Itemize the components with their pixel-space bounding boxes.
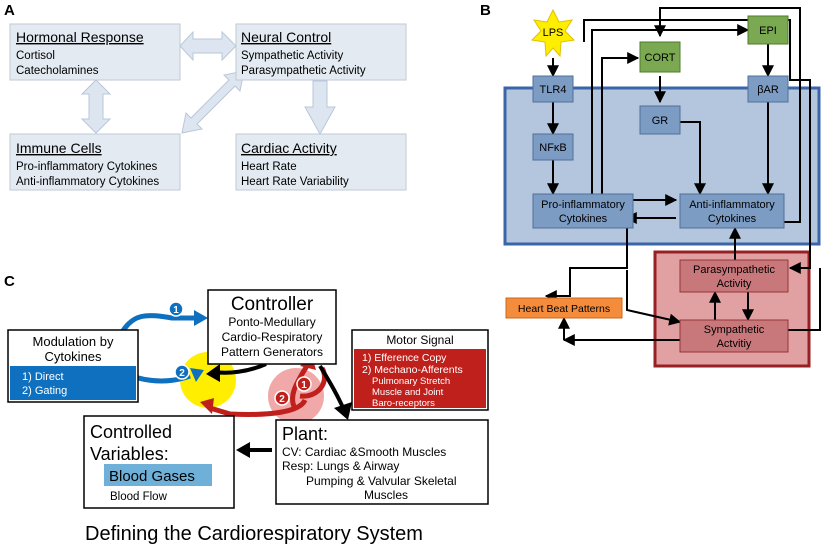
blood-gases-label: Blood Gases: [109, 468, 195, 485]
beta-ar-node: [747, 75, 789, 103]
neural-title: Neural Control: [241, 29, 331, 45]
controller-box: [207, 289, 337, 365]
motor-title: Motor Signal: [386, 333, 453, 347]
marker-red-2: 2: [274, 390, 290, 406]
controller-line-1: Ponto-Medullary: [228, 315, 315, 329]
heart-beat-patterns-node: [505, 297, 623, 319]
panel-b-connectors: [544, 7, 821, 346]
cardiac-line-2: Heart Rate Variability: [241, 176, 349, 188]
controlled-variables-box: [83, 415, 235, 509]
controlled-title-2: Variables:: [90, 444, 169, 464]
plant-line-3: Pumping & Valvular Skeletal: [306, 474, 457, 488]
neural-control-box: [235, 23, 407, 81]
anti-label-2: Cytokines: [708, 213, 757, 225]
marker-red-2-text: 2: [279, 394, 285, 405]
lps-label: LPS: [543, 27, 564, 39]
controller-yellow-circle: [180, 352, 236, 408]
neural-line-1: Sympathetic Activity: [241, 50, 344, 62]
controller-line-2: Cardio-Respiratory: [222, 330, 323, 344]
marker-blue-2: 2: [174, 364, 190, 380]
motor-item-1: 1) Efference Copy: [362, 352, 447, 364]
epi-node: [747, 15, 789, 45]
panel-a-label: A: [4, 2, 15, 19]
anti-inflammatory-node: [679, 193, 785, 229]
cardiac-activity-box: [235, 133, 407, 191]
immune-title: Immune Cells: [16, 140, 102, 156]
motor-item-2: 2) Mechano-Afferents: [362, 364, 463, 376]
plant-line-2: Resp: Lungs & Airway: [282, 459, 399, 473]
hormonal-title: Hormonal Response: [16, 29, 144, 45]
parasympathetic-node: [679, 259, 789, 293]
cort-label: CORT: [645, 52, 676, 64]
symp-label-2: Actvitiy: [717, 338, 752, 350]
plant-box: [275, 419, 489, 505]
marker-blue-1-text: 1: [173, 305, 179, 316]
hormonal-line-1: Cortisol: [16, 50, 55, 62]
panel-c-label: C: [4, 273, 15, 290]
marker-blue-1: 1: [168, 301, 184, 317]
plant-line-1: CV: Cardiac &Smooth Muscles: [282, 445, 446, 459]
gr-label: GR: [652, 115, 669, 127]
epi-label: EPI: [759, 25, 777, 37]
sympathetic-node: [679, 319, 789, 353]
cardiac-line-1: Heart Rate: [241, 161, 297, 173]
pro-inflammatory-node: [532, 193, 634, 229]
motor-list-bg: [354, 349, 486, 408]
immune-line-1: Pro-inflammatory Cytokines: [16, 161, 157, 173]
cardiac-title: Cardiac Activity: [241, 140, 337, 156]
controller-title: Controller: [231, 294, 314, 315]
para-label-2: Activity: [717, 278, 752, 290]
modulation-item-1: 1) Direct: [22, 371, 64, 383]
plant-title: Plant:: [282, 424, 328, 444]
marker-red-1: 1: [296, 376, 312, 392]
hormonal-line-2: Catecholamines: [16, 65, 99, 77]
panel-b-label: B: [480, 2, 491, 19]
marker-red-1-text: 1: [301, 380, 307, 391]
double-arrow-immune-neural: [181, 70, 245, 134]
tlr4-label: TLR4: [540, 84, 567, 96]
gr-node: [639, 105, 681, 135]
plant-line-4: Muscles: [364, 488, 408, 502]
para-label-1: Parasympathetic: [693, 264, 775, 276]
blue-arrowhead-2: [190, 368, 204, 382]
controller-line-3: Pattern Generators: [221, 345, 323, 359]
cort-node: [639, 41, 681, 73]
immune-cells-box: [9, 133, 181, 191]
heart-label: Heart Beat Patterns: [518, 303, 610, 315]
blood-gases-highlight: [104, 464, 212, 486]
nfkb-node: [532, 133, 574, 161]
symp-label-1: Sympathetic: [704, 324, 765, 336]
tlr4-node: [532, 75, 574, 103]
neural-line-2: Parasympathetic Activity: [241, 65, 366, 77]
modulation-list-bg: [10, 366, 136, 400]
black-arrowhead-controller: [206, 364, 220, 382]
marker-blue-2-text: 2: [179, 368, 185, 379]
motor-sub-2: Muscle and Joint: [372, 387, 444, 398]
double-arrow-hormonal-neural: [179, 30, 237, 62]
hormonal-response-box: [9, 23, 181, 81]
pro-label-1: Pro-inflammatory: [541, 199, 625, 211]
blood-flow-label: Blood Flow: [110, 491, 168, 503]
pro-label-2: Cytokines: [559, 213, 608, 225]
anti-label-1: Anti-inflammatory: [689, 199, 775, 211]
modulation-title-1: Modulation by: [33, 334, 114, 349]
arrow-neural-cardiac: [304, 80, 336, 136]
beta-ar-label: βAR: [757, 84, 779, 96]
blue-arrowhead-1: [194, 310, 208, 326]
controlled-title-1: Controlled: [90, 422, 172, 442]
motor-sub-3: Baro-receptors: [372, 398, 435, 409]
modulation-item-2: 2) Gating: [22, 385, 67, 397]
black-arrowhead-controlled: [236, 442, 250, 458]
figure-caption: Defining the Cardiorespiratory System: [85, 523, 423, 545]
modulation-title-2: Cytokines: [44, 349, 102, 364]
lps-star-icon: [530, 8, 576, 58]
double-arrow-hormonal-immune: [80, 79, 112, 134]
red-arrowhead-1: [200, 398, 214, 414]
nfkb-label: NFκB: [539, 142, 567, 154]
black-arrowhead-plant: [334, 402, 352, 420]
immune-line-2: Anti-inflammatory Cytokines: [16, 176, 159, 188]
motor-sub-1: Pulmonary Stretch: [372, 376, 450, 387]
